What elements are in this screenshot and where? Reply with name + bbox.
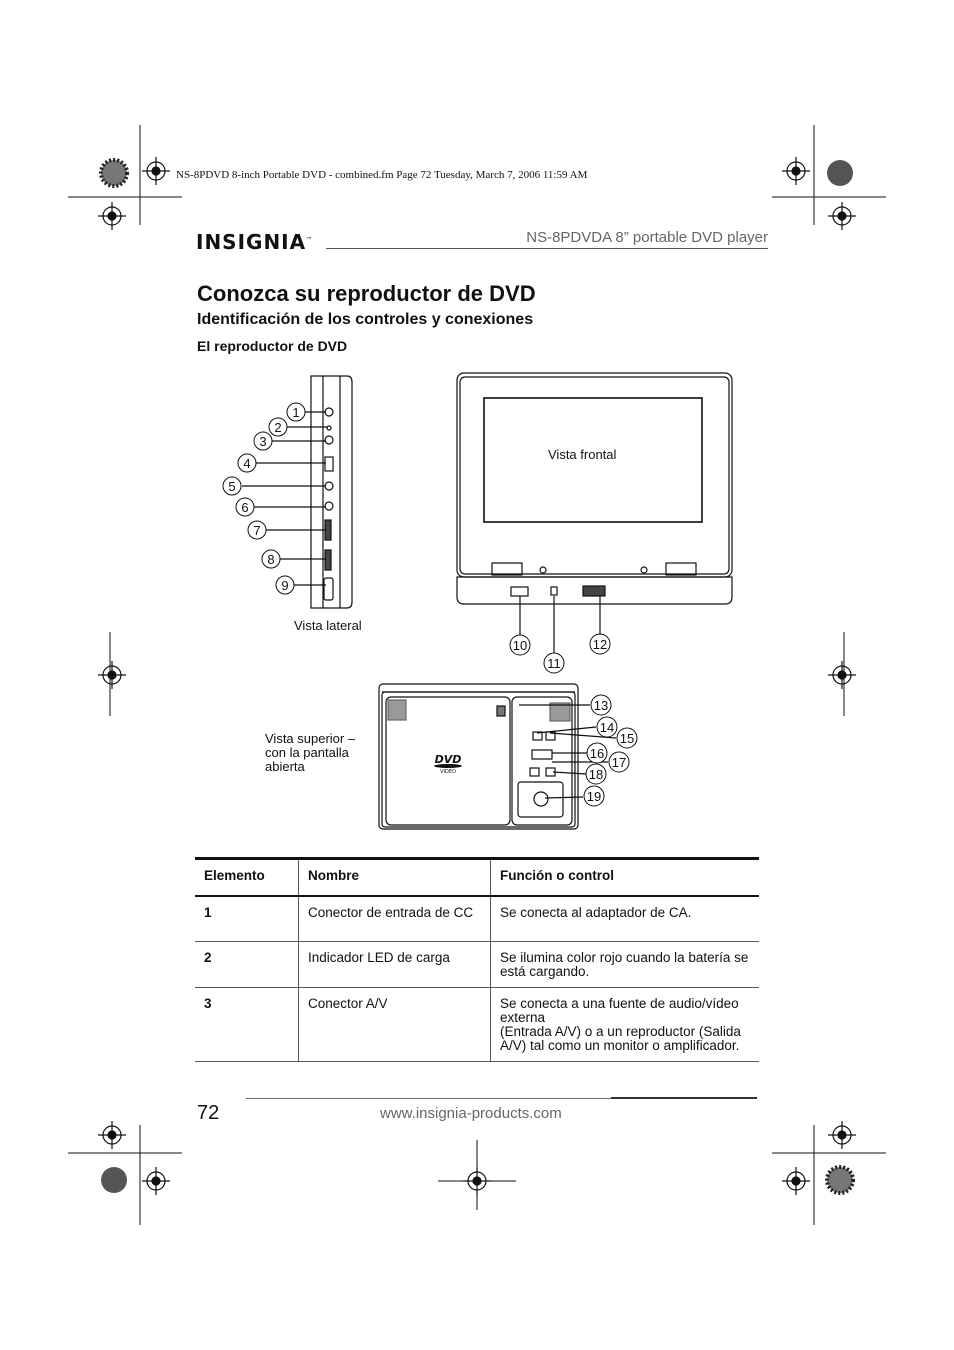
footer-rule-heavy [611,1097,757,1099]
row-function: Se conecta al adaptador de CA. [490,896,759,942]
top-view-label: Vista superior – con la pantalla abierta [265,731,356,774]
row-name: Indicador LED de carga [298,941,491,988]
column-header-function: Función o control [490,858,759,896]
svg-text:9: 9 [281,578,288,593]
svg-text:17: 17 [612,755,626,770]
svg-text:VIDEO: VIDEO [440,769,456,775]
svg-text:14: 14 [600,720,614,735]
side-view-label: Vista lateral [294,618,362,633]
front-view-label: Vista frontal [548,447,617,462]
svg-text:6: 6 [241,500,248,515]
color-wheel-icons [99,158,855,1195]
svg-text:4: 4 [243,456,250,471]
footer-url: www.insignia-products.com [380,1105,562,1122]
svg-text:7: 7 [253,523,260,538]
row-item: 1 [195,896,299,942]
page-title: Conozca su reproductor de DVD [197,281,536,306]
svg-text:19: 19 [587,789,601,804]
table-row: 1 Conector de entrada de CC Se conecta a… [195,896,759,942]
svg-text:13: 13 [594,698,608,713]
header-product-name: NS-8PDVDA 8” portable DVD player [526,229,768,246]
svg-text:10: 10 [513,638,527,653]
page-subtitle: Identificación de los controles y conexi… [197,311,534,328]
row-function: Se conecta a una fuente de audio/vídeo e… [490,987,759,1062]
side-callout-leaders [242,411,328,586]
header-rule [326,248,768,249]
column-header-item: Elemento [204,868,265,883]
registration-target-icons [98,157,856,1195]
row-name: Conector A/V [298,987,491,1062]
table-header-row: Elemento Nombre Función o control [195,858,759,896]
top-view-drawing [378,683,617,830]
controls-table: Elemento Nombre Función o control 1 Cone… [195,857,759,1062]
front-view-drawing [456,372,733,654]
insignia-logo: INSIGNIA™ [196,230,314,254]
svg-text:12: 12 [593,637,607,652]
table-row: 2 Indicador LED de carga Se ilumina colo… [195,941,759,988]
row-function: Se ilumina color rojo cuando la batería … [490,941,759,988]
svg-text:5: 5 [228,479,235,494]
svg-text:11: 11 [547,656,561,671]
print-header: NS-8PDVD 8-inch Portable DVD - combined.… [176,169,588,181]
svg-text:15: 15 [620,731,634,746]
row-item: 2 [195,941,299,988]
table-row: 3 Conector A/V Se conecta a una fuente d… [195,987,759,1062]
svg-text:2: 2 [274,420,281,435]
dvd-video-logo: DVD VIDEO [434,753,462,775]
side-view-drawing [310,375,353,609]
svg-text:16: 16 [590,746,604,761]
svg-text:18: 18 [589,767,603,782]
footer-rule [246,1098,611,1099]
svg-text:3: 3 [259,434,266,449]
svg-text:DVD: DVD [435,753,462,766]
page-number: 72 [197,1102,220,1124]
svg-text:1: 1 [292,405,299,420]
callout-numbers: 1 2 3 4 5 6 7 8 9 10 11 12 13 14 15 16 1… [228,405,634,804]
section-heading: El reproductor de DVD [197,338,348,354]
row-name: Conector de entrada de CC [298,896,491,942]
row-item: 3 [195,987,299,1062]
svg-text:8: 8 [267,552,274,567]
column-header-name: Nombre [298,858,491,896]
callout-circles [222,402,638,807]
